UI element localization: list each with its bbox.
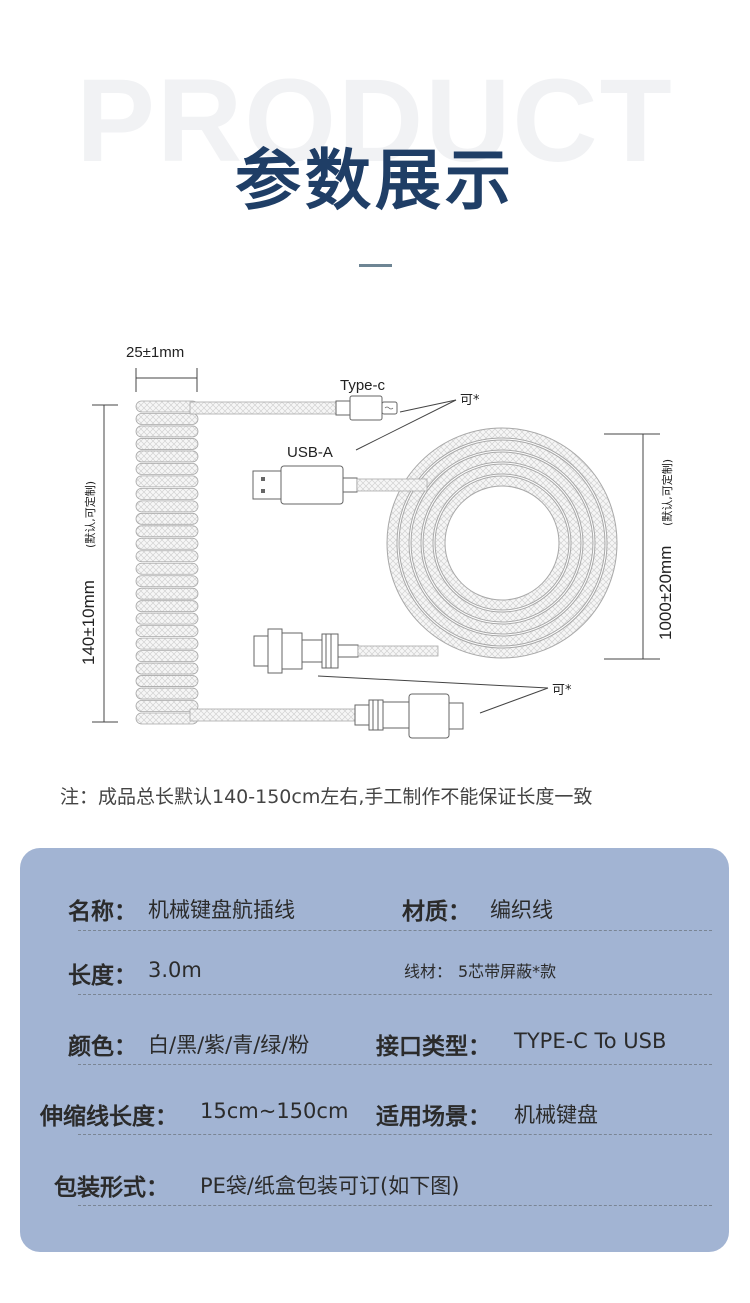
scene-label: 适用场景： (376, 1104, 491, 1130)
coil-length-label: 140±10mm (79, 580, 98, 665)
material-label: 材质： (402, 899, 471, 925)
loop-length-label: 1000±20mm (656, 546, 675, 640)
wire-value: 5芯带屏蔽*款 (458, 962, 557, 981)
coil-turn (135, 462, 199, 475)
coil-turn (135, 500, 199, 513)
loop-turn (423, 464, 581, 622)
coil-turn (135, 600, 199, 613)
row-divider (78, 994, 712, 995)
aviator-connector-upper (253, 628, 359, 674)
coil-turn (135, 475, 199, 488)
loop-length-dimension: 1000±20mm (默认,可定制) (604, 433, 675, 660)
loop-turn (387, 428, 617, 658)
type-c-connector (335, 395, 398, 421)
cable-loop (386, 427, 618, 659)
coil-turn (135, 650, 199, 663)
package-label: 包装形式： (54, 1175, 169, 1201)
scene-value: 机械键盘 (514, 1103, 598, 1127)
page-title: 参数展示 (235, 142, 515, 219)
loop-length-note: (默认,可定制) (660, 459, 674, 526)
coiled-cable (135, 400, 199, 725)
row-divider (78, 1205, 712, 1206)
customizable-mark-top: 可* (460, 393, 480, 408)
coil-turn (135, 612, 199, 625)
coil-turn (135, 438, 199, 450)
coil-turn (135, 700, 199, 712)
background-watermark-word: PRODUCT (76, 55, 674, 187)
width-label: 25±1mm (126, 344, 184, 361)
coil-turn (135, 562, 199, 575)
color-value: 白/黑/紫/青/绿/粉 (148, 1033, 310, 1057)
coil-turn (135, 587, 199, 600)
coil-turn (135, 712, 199, 725)
aviator-connector-lower (354, 693, 464, 739)
coil-turn (135, 425, 199, 438)
coil-turn (135, 450, 199, 463)
stretch-value: 15cm~150cm (200, 1099, 349, 1123)
loop-turn (399, 440, 605, 646)
row-divider (78, 930, 712, 931)
coil-length-note: (默认,可定制) (83, 481, 97, 548)
coil-turn (135, 400, 199, 413)
material-value: 编织线 (490, 898, 553, 922)
coil-turn (135, 675, 199, 687)
color-label: 颜色： (68, 1034, 137, 1060)
coil-turn (135, 662, 199, 675)
type-c-label: Type-c (340, 377, 386, 394)
usb-a-connector (252, 465, 358, 505)
coil-turn (135, 537, 199, 550)
wire-label: 线材： (404, 962, 453, 981)
row-divider (78, 1064, 712, 1065)
loop-turn (411, 452, 593, 634)
coil-turn (135, 575, 199, 588)
interface-label: 接口类型： (376, 1034, 491, 1060)
coil-turn (135, 625, 199, 638)
coil-turn (135, 512, 199, 525)
cable-diagram: 25±1mm 140±10mm (默认,可定制) Type-c 可* USB-A (79, 344, 675, 739)
length-value: 3.0m (148, 958, 202, 982)
loop-turn (435, 476, 569, 610)
row-divider (78, 1134, 712, 1135)
length-label: 长度： (68, 963, 137, 989)
coil-turn (135, 637, 199, 650)
spec-panel: 名称： 机械键盘航插线 材质： 编织线 长度： 3.0m 线材： 5芯带屏蔽*款… (20, 848, 729, 1252)
length-note: 注：成品总长默认140-150cm左右,手工制作不能保证长度一致 (60, 786, 593, 808)
stretch-label: 伸缩线长度： (40, 1104, 178, 1130)
coil-length-dimension: 140±10mm (默认,可定制) (79, 404, 118, 723)
coil-turn (135, 687, 199, 700)
width-dimension: 25±1mm (126, 344, 198, 392)
coil-turn (135, 487, 199, 500)
interface-value: TYPE-C To USB (514, 1029, 667, 1053)
name-value: 机械键盘航插线 (148, 898, 295, 922)
customizable-mark-bottom: 可* (552, 683, 572, 698)
title-underline (359, 264, 392, 267)
coil-turn (135, 525, 199, 538)
name-label: 名称： (68, 899, 137, 925)
coil-turn (135, 550, 199, 563)
package-value: PE袋/纸盒包装可订(如下图) (200, 1174, 460, 1198)
usb-a-label: USB-A (287, 444, 333, 461)
coil-turn (135, 413, 199, 425)
